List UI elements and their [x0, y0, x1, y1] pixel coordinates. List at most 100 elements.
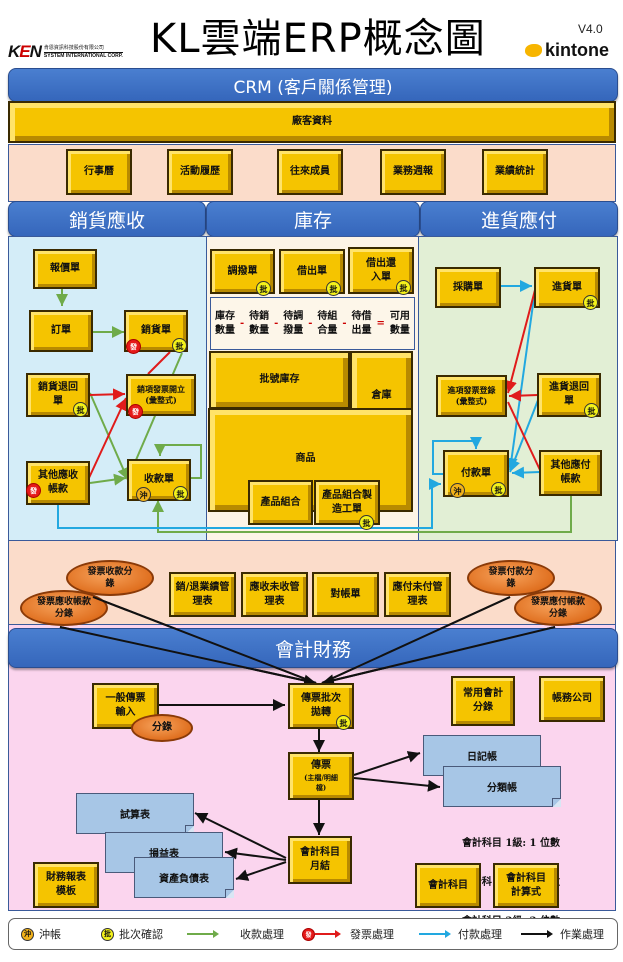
batch-badge-icon: 批	[396, 280, 411, 295]
oval-invoice-receipt-entry[interactable]: 發票收款分錄	[66, 560, 154, 596]
legend-work-flow: 作業處理	[521, 926, 604, 942]
node-bookkeeping-company[interactable]: 帳務公司	[539, 676, 605, 722]
company-logo-mark: KEN	[8, 42, 42, 61]
node-bundle-work-order[interactable]: 產品組合製造工單 批	[314, 480, 380, 530]
report-payable-outstanding[interactable]: 應付未付管理表	[384, 572, 451, 617]
flow-payable-to-register	[507, 401, 541, 471]
flow-other-to-receipt	[89, 473, 127, 486]
node-account[interactable]: 會計科目	[415, 863, 481, 908]
accounting-header: 會計財務	[8, 628, 618, 668]
version-label: V4.0	[578, 22, 603, 36]
batch-badge-icon: 批	[173, 486, 188, 501]
node-other-receivable[interactable]: 其他應收帳款 發	[26, 461, 90, 505]
flow-receivable-to-payment	[57, 478, 441, 529]
flow-other-to-payment	[511, 466, 541, 479]
legend-receipt-flow: 收款處理	[187, 926, 284, 942]
batch-badge-icon: 批	[326, 281, 341, 296]
crm-module-calendar[interactable]: 行事曆	[66, 149, 132, 195]
invoice-badge-icon: 發	[126, 339, 141, 354]
node-sales-slip[interactable]: 銷貨單 發 批	[124, 310, 188, 354]
formula-term: 待銷數量	[249, 310, 270, 336]
node-payment[interactable]: 付款單 沖 批	[443, 450, 509, 498]
flow-preturn-to-register	[508, 389, 539, 402]
doc-balance-sheet[interactable]: 資產負債表	[134, 857, 234, 898]
node-voucher-batch[interactable]: 傳票批次拋轉 批	[288, 683, 354, 730]
batch-badge-icon: 批	[359, 515, 374, 530]
legend-offset: 沖 沖帳	[21, 926, 61, 942]
batch-badge-icon: 批	[491, 482, 506, 497]
formula-term: 可用數量	[389, 310, 410, 336]
flow-payment-loop	[432, 437, 482, 475]
formula-operator: -	[239, 317, 245, 329]
offset-badge-icon: 沖	[450, 483, 465, 498]
batch-badge-icon: 批	[336, 715, 351, 730]
node-fs-template[interactable]: 財務報表模板	[33, 862, 99, 908]
flow-receiving-to-payment	[505, 289, 536, 471]
node-other-payable[interactable]: 其他應付帳款	[539, 450, 602, 496]
doc-trial-balance[interactable]: 試算表	[76, 793, 194, 834]
offset-badge-icon: 沖	[136, 487, 151, 502]
node-transfer[interactable]: 調撥單 批	[210, 249, 275, 296]
kintone-wordmark: kintone	[545, 40, 610, 60]
legend-invoice-flow: 發 發票處理	[302, 926, 394, 942]
node-quote[interactable]: 報價單	[33, 249, 97, 289]
report-statement[interactable]: 對帳單	[312, 572, 379, 617]
node-loan-return[interactable]: 借出還入單 批	[348, 247, 414, 295]
flow-return-to-payment	[508, 394, 541, 473]
flow-close-to-income	[224, 847, 287, 861]
batch-badge-icon: 批	[101, 927, 114, 941]
node-bundle[interactable]: 產品組合	[248, 480, 313, 525]
formula-operator: -	[274, 317, 279, 329]
formula-term: 待借出量	[351, 310, 372, 336]
flow-sales-to-invoice	[147, 351, 171, 375]
black-arrow-icon	[521, 930, 553, 938]
formula-operator: -	[342, 317, 347, 329]
flow-close-to-balance	[235, 861, 287, 881]
flow-voucher-to-ledger	[353, 777, 441, 792]
legend: 沖 沖帳 批 批次確認 收款處理 發 發票處理 付款處理 作業處理	[8, 918, 618, 950]
oval-invoice-payable-entry[interactable]: 發票應付帳款分錄	[514, 590, 602, 626]
crm-module-performance[interactable]: 業績統計	[482, 149, 548, 195]
formula-term: 庫存數量	[214, 310, 235, 336]
node-receipt[interactable]: 收款單 沖 批	[127, 459, 191, 502]
doc-ledger[interactable]: 分類帳	[443, 766, 561, 807]
node-po[interactable]: 採購單	[435, 267, 501, 308]
node-month-close[interactable]: 會計科目月結	[288, 836, 352, 884]
page-title: KL雲端ERP概念圖	[150, 16, 486, 62]
node-loan-out[interactable]: 借出單 批	[279, 249, 345, 296]
company-name-cn: 肯恩資訊科技股份有限公司	[43, 44, 104, 51]
offset-badge-icon: 沖	[21, 927, 34, 941]
crm-module-weekly-report[interactable]: 業務週報	[380, 149, 446, 195]
report-sales-performance[interactable]: 銷/退業績管理表	[169, 572, 236, 617]
node-invoice-issue[interactable]: 銷項發票開立(彙整式) 發	[126, 374, 196, 419]
node-lot-stock[interactable]: 批號庫存	[209, 351, 350, 409]
report-receivable-outstanding[interactable]: 應收未收管理表	[241, 572, 308, 617]
oval-invoice-receivable-entry[interactable]: 發票應收帳款分錄	[20, 590, 108, 626]
formula-term: 待組合量	[317, 310, 338, 336]
invoice-badge-icon: 發	[302, 927, 315, 941]
node-invoice-register[interactable]: 進項發票登錄(彙整式)	[436, 375, 507, 417]
node-common-entries[interactable]: 常用會計分錄	[451, 676, 515, 726]
red-arrow-icon	[315, 930, 341, 938]
batch-badge-icon: 批	[583, 295, 598, 310]
cyan-arrow-icon	[419, 930, 451, 938]
node-order[interactable]: 訂單	[29, 310, 93, 352]
flow-voucher-to-journal	[353, 751, 421, 776]
customer-data-bar[interactable]: 廠客資料	[8, 101, 616, 143]
flow-close-to-trial	[194, 812, 287, 859]
crm-module-contacts[interactable]: 往來成員	[277, 149, 343, 195]
node-voucher[interactable]: 傳票 (主檔/明細檔)	[288, 752, 354, 800]
batch-badge-icon: 批	[584, 403, 599, 418]
node-account-formula[interactable]: 會計科目計算式	[493, 863, 559, 908]
batch-badge-icon: 批	[172, 338, 187, 353]
oval-invoice-payment-entry[interactable]: 發票付款分錄	[467, 560, 555, 596]
node-purchase-return[interactable]: 進貨退回單 批	[537, 373, 601, 418]
inventory-header: 庫存	[206, 201, 420, 237]
node-receiving[interactable]: 進貨單 批	[534, 267, 600, 310]
kintone-blob-icon	[525, 44, 542, 57]
oval-entry[interactable]: 分錄	[131, 714, 193, 742]
crm-module-activity[interactable]: 活動履歷	[167, 149, 233, 195]
flow-receipt-loop	[154, 444, 202, 479]
company-name-en: SYSTEM INTERNATIONAL CORP.	[43, 51, 123, 59]
node-sales-return[interactable]: 銷貨退回單 批	[26, 373, 90, 417]
